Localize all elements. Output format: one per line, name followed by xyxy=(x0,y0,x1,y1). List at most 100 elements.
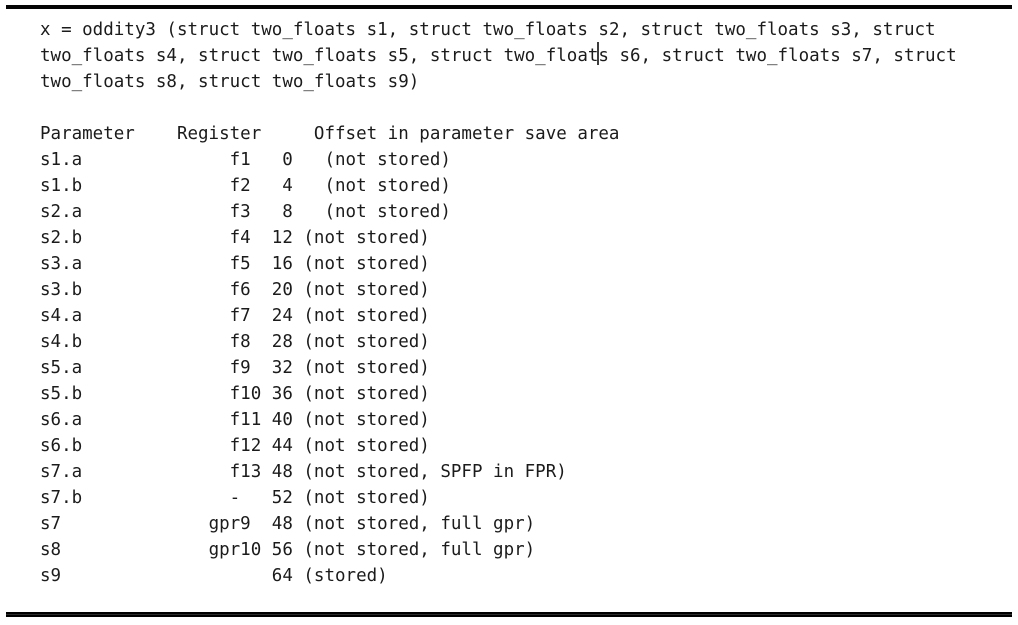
cell-parameter: s4.a xyxy=(40,306,83,326)
cell-offset: 28 xyxy=(271,332,293,352)
cell-note: (not stored) xyxy=(303,410,430,430)
cell-offset: 20 xyxy=(271,280,293,300)
cell-offset: 52 xyxy=(271,488,293,508)
table-row: s7.b - 52 (not stored) xyxy=(40,485,1008,511)
table-header-parameter: Parameter xyxy=(40,124,135,144)
cell-offset: 48 xyxy=(271,462,293,482)
text-caret xyxy=(597,42,600,65)
cell-note: (not stored, full gpr) xyxy=(303,540,536,560)
table-row: s1.b f2 4 (not stored) xyxy=(40,173,1008,199)
cell-offset: 12 xyxy=(271,228,293,248)
cell-register: f5 xyxy=(229,254,251,274)
cell-parameter: s5.a xyxy=(40,358,83,378)
table-row: s9 64 (stored) xyxy=(40,563,1008,589)
cell-note: (not stored) xyxy=(303,436,430,456)
cell-parameter: s6.a xyxy=(40,410,83,430)
cell-register: f3 xyxy=(229,202,251,222)
table-row: s4.b f8 28 (not stored) xyxy=(40,329,1008,355)
cell-note: (not stored, SPFP in FPR) xyxy=(303,462,567,482)
table-row: s3.a f5 16 (not stored) xyxy=(40,251,1008,277)
cell-offset: 36 xyxy=(271,384,293,404)
cell-note: (not stored) xyxy=(303,384,430,404)
cell-offset: 44 xyxy=(271,436,293,456)
cell-register: f4 xyxy=(229,228,251,248)
cell-note: (not stored) xyxy=(303,332,430,352)
table-row: s1.a f1 0 (not stored) xyxy=(40,147,1008,173)
table-header-row: Parameter Register Offset in parameter s… xyxy=(40,121,1008,147)
cell-parameter: s1.a xyxy=(40,150,83,170)
cell-offset: 48 xyxy=(271,514,293,534)
table-row: s5.b f10 36 (not stored) xyxy=(40,381,1008,407)
cell-offset: 32 xyxy=(271,358,293,378)
code-line-2-text-before-caret: two_floats s4, struct two_floats s5, str… xyxy=(40,46,599,66)
cell-note: (not stored) xyxy=(303,228,430,248)
blank-line xyxy=(40,95,1008,121)
cell-register: - xyxy=(229,488,241,508)
cell-parameter: s9 xyxy=(40,566,62,586)
cell-parameter: s3.a xyxy=(40,254,83,274)
bottom-horizontal-rule xyxy=(6,612,1012,617)
table-row: s2.a f3 8 (not stored) xyxy=(40,199,1008,225)
cell-register: f13 xyxy=(229,462,262,482)
cell-offset: 16 xyxy=(271,254,293,274)
cell-register: f6 xyxy=(229,280,251,300)
cell-parameter: s4.b xyxy=(40,332,83,352)
cell-note: (not stored) xyxy=(303,488,430,508)
code-line-1: x = oddity3 (struct two_floats s1, struc… xyxy=(40,17,1008,43)
table-row: s6.a f11 40 (not stored) xyxy=(40,407,1008,433)
cell-note: (not stored) xyxy=(324,202,451,222)
cell-register: gpr9 xyxy=(208,514,251,534)
cell-register: f12 xyxy=(229,436,262,456)
cell-offset: 4 xyxy=(282,176,293,196)
cell-register: f8 xyxy=(229,332,251,352)
code-line-2-text-after-caret: s s6, struct two_floats s7, struct xyxy=(598,46,957,66)
table-row: s6.b f12 44 (not stored) xyxy=(40,433,1008,459)
cell-register: gpr10 xyxy=(208,540,262,560)
cell-note: (stored) xyxy=(303,566,388,586)
table-row: s2.b f4 12 (not stored) xyxy=(40,225,1008,251)
code-line-2: two_floats s4, struct two_floats s5, str… xyxy=(40,42,1008,69)
table-row: s8 gpr10 56 (not stored, full gpr) xyxy=(40,537,1008,563)
cell-parameter: s7.a xyxy=(40,462,83,482)
cell-parameter: s8 xyxy=(40,540,62,560)
table-header-register: Register xyxy=(176,124,262,144)
table-header-offset: Offset in parameter save area xyxy=(313,124,620,144)
cell-note: (not stored) xyxy=(303,254,430,274)
cell-register: f10 xyxy=(229,384,262,404)
cell-note: (not stored) xyxy=(303,306,430,326)
table-row: s3.b f6 20 (not stored) xyxy=(40,277,1008,303)
cell-offset: 64 xyxy=(271,566,293,586)
top-horizontal-rule xyxy=(6,5,1012,9)
cell-offset: 40 xyxy=(271,410,293,430)
cell-register: f11 xyxy=(229,410,262,430)
cell-parameter: s2.b xyxy=(40,228,83,248)
cell-offset: 24 xyxy=(271,306,293,326)
code-line-3: two_floats s8, struct two_floats s9) xyxy=(40,69,1008,95)
cell-parameter: s2.a xyxy=(40,202,83,222)
table-row: s7.a f13 48 (not stored, SPFP in FPR) xyxy=(40,459,1008,485)
cell-parameter: s7 xyxy=(40,514,62,534)
cell-offset: 56 xyxy=(271,540,293,560)
cell-register: f2 xyxy=(229,176,251,196)
table-row: s7 gpr9 48 (not stored, full gpr) xyxy=(40,511,1008,537)
cell-note: (not stored) xyxy=(303,280,430,300)
cell-offset: 0 xyxy=(282,150,293,170)
cell-parameter: s3.b xyxy=(40,280,83,300)
code-line-3-text: two_floats s8, struct two_floats s9) xyxy=(40,72,420,92)
cell-note: (not stored) xyxy=(303,358,430,378)
code-line-1-text: x = oddity3 (struct two_floats s1, struc… xyxy=(40,20,936,40)
cell-note: (not stored, full gpr) xyxy=(303,514,536,534)
cell-parameter: s7.b xyxy=(40,488,83,508)
cell-register: f1 xyxy=(229,150,251,170)
cell-offset: 8 xyxy=(282,202,293,222)
cell-parameter: s6.b xyxy=(40,436,83,456)
cell-note: (not stored) xyxy=(324,150,451,170)
cell-register: f9 xyxy=(229,358,251,378)
monospace-text-block: x = oddity3 (struct two_floats s1, struc… xyxy=(40,17,1008,589)
cell-parameter: s5.b xyxy=(40,384,83,404)
cell-note: (not stored) xyxy=(324,176,451,196)
cell-parameter: s1.b xyxy=(40,176,83,196)
